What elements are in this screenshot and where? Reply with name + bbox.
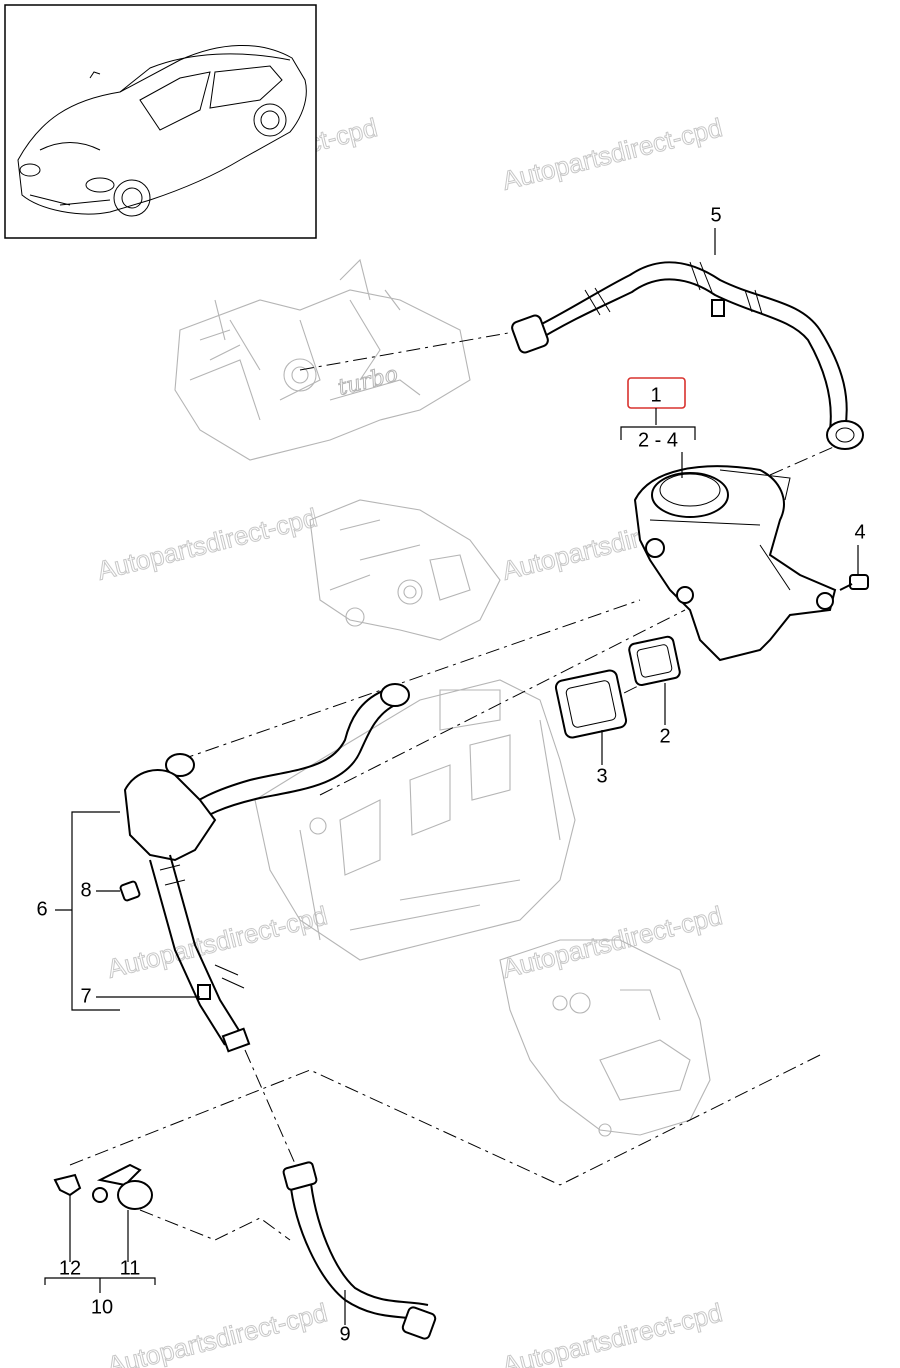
- callout-leaders: [44, 228, 859, 1325]
- part-4-screw[interactable]: [839, 574, 869, 591]
- part-1-oil-separator[interactable]: [633, 465, 837, 662]
- callout-2-4[interactable]: 2 - 4: [638, 429, 678, 451]
- watermark: Autopartsdirect-cpd: [499, 112, 725, 196]
- callout-2[interactable]: 2: [659, 725, 670, 747]
- part-11-clamp[interactable]: [92, 1163, 153, 1210]
- callout-11[interactable]: 11: [120, 1257, 141, 1279]
- car-outline: [17, 44, 307, 217]
- callout-4[interactable]: 4: [854, 521, 865, 543]
- watermark: Autopartsdirect-cpd: [499, 1297, 725, 1368]
- part-2-gasket[interactable]: [628, 635, 681, 686]
- callout-10[interactable]: 10: [91, 1296, 113, 1318]
- watermark: Autopartsdirect-cpd: [104, 1297, 330, 1368]
- engine-label-turbo: turbo: [335, 362, 400, 401]
- part-12-clip[interactable]: [53, 1173, 82, 1197]
- alignment-lines: [69, 329, 839, 1241]
- callout-12[interactable]: 12: [59, 1257, 81, 1279]
- watermark: Autopartsdirect-cpd: [104, 900, 330, 984]
- vehicle-thumbnail: [4, 4, 317, 239]
- callout-6[interactable]: 6: [36, 898, 47, 920]
- callout-8[interactable]: 8: [80, 879, 91, 901]
- watermarks: Autopartsdirect-cpd Autopartsdirect-cpd …: [94, 112, 726, 1368]
- callout-9[interactable]: 9: [339, 1323, 350, 1345]
- part-8-nut[interactable]: [119, 880, 141, 902]
- part-3-gasket[interactable]: [554, 669, 628, 739]
- callout-labels: 1 2 - 4 5 4 2 3 6 8 7 9 12 11 10: [36, 204, 865, 1345]
- callout-3[interactable]: 3: [596, 765, 607, 787]
- callout-5[interactable]: 5: [710, 204, 721, 226]
- watermark: Autopartsdirect-cpd: [94, 502, 320, 586]
- callout-1[interactable]: 1: [650, 384, 661, 406]
- part-5-vent-hose[interactable]: [510, 261, 864, 450]
- callout-7[interactable]: 7: [80, 985, 91, 1007]
- watermark: Autopartsdirect-cpd: [499, 900, 725, 984]
- part-6-vent-pipe[interactable]: [123, 683, 410, 1053]
- engine-ghost-outlines: turbo: [174, 258, 711, 1137]
